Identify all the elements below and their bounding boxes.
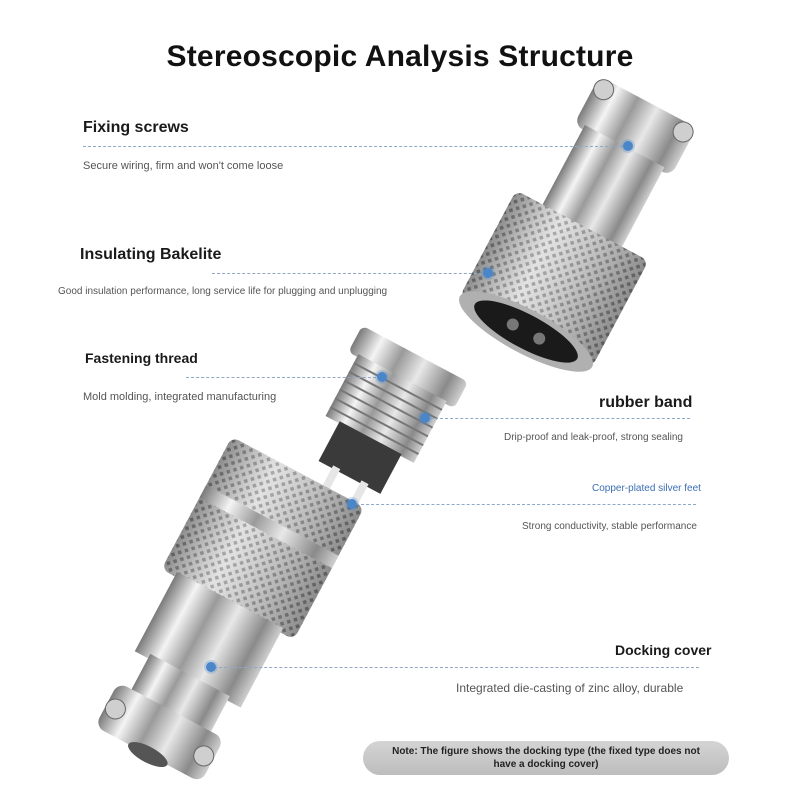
fastening-thread-marker-dot: [377, 372, 387, 382]
male-connector: [98, 439, 362, 780]
fastening-thread-desc: Mold molding, integrated manufacturing: [83, 391, 277, 403]
fastening-thread-leader-line: [186, 377, 381, 378]
female-connector: [458, 79, 694, 372]
docking-cover-leader-line: [214, 667, 699, 668]
copper-feet-desc: Strong conductivity, stable performance: [522, 521, 697, 532]
fixing-screws-marker-dot: [623, 141, 633, 151]
rubber-band-desc: Drip-proof and leak-proof, strong sealin…: [504, 432, 683, 443]
insulating-bakelite-marker-dot: [483, 268, 493, 278]
copper-feet-leader-line: [356, 504, 696, 505]
fixing-screws-heading: Fixing screws: [83, 119, 189, 136]
insulating-bakelite-leader-line: [212, 273, 487, 274]
fixing-screws-desc: Secure wiring, firm and won't come loose: [83, 160, 284, 172]
copper-feet-marker-dot: [347, 499, 357, 509]
fixing-screws-leader-line: [83, 146, 628, 147]
fastening-thread-heading: Fastening thread: [85, 350, 198, 366]
docking-type-note: Note: The figure shows the docking type …: [363, 741, 729, 775]
insulating-bakelite-desc: Good insulation performance, long servic…: [58, 286, 388, 297]
docking-cover-heading: Docking cover: [615, 642, 712, 658]
rubber-band-heading: rubber band: [599, 394, 693, 411]
insulating-bakelite-heading: Insulating Bakelite: [80, 246, 222, 263]
page-title: Stereoscopic Analysis Structure: [166, 40, 634, 73]
docking-cover-desc: Integrated die-casting of zinc alloy, du…: [456, 681, 684, 695]
threaded-socket: [318, 327, 467, 509]
docking-cover-marker-dot: [206, 662, 216, 672]
copper-feet-heading: Copper-plated silver feet: [592, 483, 701, 494]
rubber-band-marker-dot: [420, 413, 430, 423]
rubber-band-leader-line: [430, 418, 690, 419]
